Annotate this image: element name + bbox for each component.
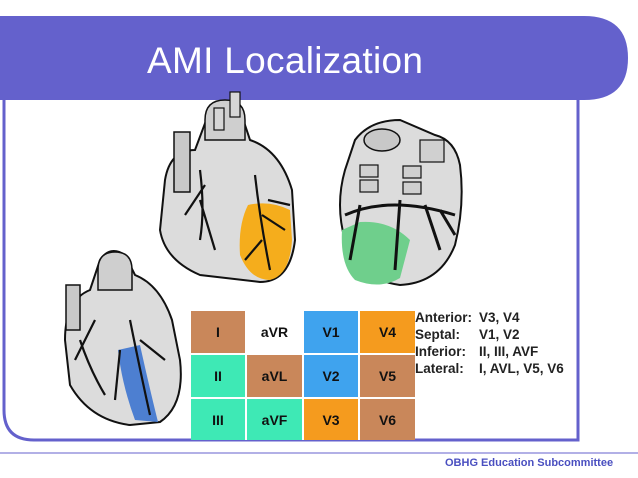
footer-credit: OBHG Education Subcommittee	[445, 457, 614, 469]
legend-leads: V3, V4	[479, 310, 520, 325]
legend-region: Inferior:	[415, 344, 467, 359]
lead-cell: V3	[304, 399, 358, 440]
legend-row: Lateral: I, AVL, V5, V6	[415, 360, 564, 377]
heart-lateral-icon	[63, 250, 182, 427]
lead-cell: V1	[304, 311, 358, 353]
localization-legend: Anterior: V3, V4 Septal: V1, V2 Inferior…	[415, 309, 564, 377]
content-border	[2, 100, 580, 442]
posterior-infarct-zone	[341, 221, 410, 285]
anterior-infarct-zone	[239, 203, 292, 280]
lead-cell: aVR	[247, 311, 302, 353]
legend-row: Anterior: V3, V4	[415, 309, 564, 326]
legend-region: Anterior:	[415, 310, 472, 325]
lead-cell: aVL	[247, 355, 302, 397]
legend-leads: I, AVL, V5, V6	[479, 361, 564, 376]
legend-region: Lateral:	[415, 361, 464, 376]
legend-leads: II, III, AVF	[479, 344, 539, 359]
lead-cell: II	[191, 355, 245, 397]
lead-cell: V2	[304, 355, 358, 397]
legend-region: Septal:	[415, 327, 461, 342]
lead-cell: aVF	[247, 399, 302, 440]
ecg-lead-grid: I aVR V1 V4 II aVL V2 V5 III aVF V3 V6	[191, 311, 415, 440]
heart-posterior-icon	[339, 118, 463, 287]
legend-row: Inferior: II, III, AVF	[415, 343, 564, 360]
title-banner	[0, 16, 628, 100]
lead-cell: I	[191, 311, 245, 353]
lead-cell: V4	[360, 311, 415, 353]
heart-anterior-icon	[158, 91, 297, 284]
legend-row: Septal: V1, V2	[415, 326, 564, 343]
page-title: AMI Localization	[147, 40, 424, 81]
legend-leads: V1, V2	[479, 327, 520, 342]
lead-cell: V5	[360, 355, 415, 397]
lead-cell: III	[191, 399, 245, 440]
lead-cell: V6	[360, 399, 415, 440]
